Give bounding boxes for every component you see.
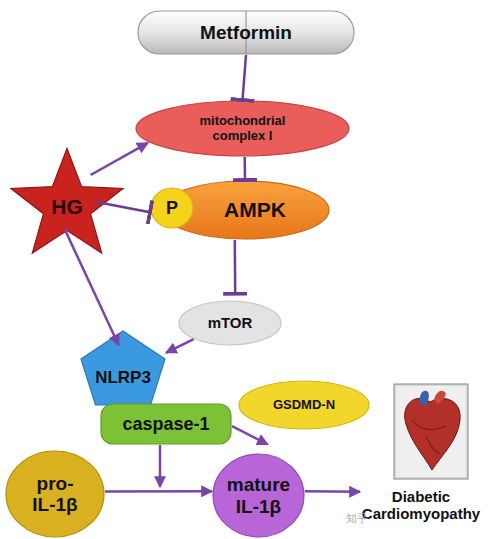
text-area: mature IL-1β (212, 453, 305, 538)
node-text: mTOR (208, 315, 253, 332)
node-text: mitochondrial complex I (188, 114, 298, 143)
node-text: mature IL-1β (220, 474, 298, 517)
node-text: caspase-1 (122, 414, 209, 434)
activation-arrow (166, 339, 194, 353)
text-area: Diabetic Cardiomyopathy (360, 383, 482, 528)
stimulus-star: HG (8, 148, 126, 256)
heart-vessel (434, 391, 446, 404)
node-text: P (166, 198, 178, 218)
precursor-ellipse: pro-IL-1β (5, 450, 105, 538)
node-text: Diabetic Cardiomyopathy (360, 489, 482, 523)
phospho-circle-fill (151, 188, 193, 228)
complex-ellipse: mitochondrial complex I (135, 100, 350, 157)
pore-protein-ellipse: GSDMD-N (238, 380, 370, 430)
activation-arrow (105, 490, 212, 493)
stimulus-star-fill (11, 149, 123, 254)
kinase-ellipse-fill (179, 301, 281, 345)
watermark: 知乎 (346, 511, 368, 526)
heart-illustration (394, 384, 468, 479)
pore-protein-ellipse-fill (239, 381, 369, 429)
text-area: NLRP3 (80, 330, 166, 406)
node-text: Metformin (200, 22, 292, 43)
image-background (396, 386, 466, 477)
protease-box-fill (101, 404, 231, 444)
activation-arrow (232, 426, 268, 444)
activation-arrow (91, 143, 148, 175)
drug-capsule: Metformin (137, 10, 355, 55)
text-area: Metformin (137, 10, 355, 55)
node-text: HG (51, 195, 83, 219)
activation-arrow (305, 490, 360, 493)
text-area: caspase-1 (100, 403, 232, 445)
inflammasome-pentagon-fill (81, 331, 165, 405)
text-area: P (150, 187, 194, 229)
phospho-circle: P (150, 187, 194, 229)
outcome-node: Diabetic Cardiomyopathy (360, 383, 482, 528)
node-text: NLRP3 (95, 368, 151, 387)
protease-box: caspase-1 (100, 403, 232, 445)
node-text: GSDMD-N (273, 398, 335, 413)
node-text: pro-IL-1β (28, 473, 83, 516)
cytokine-ellipse-fill (213, 454, 304, 537)
text-area: HG (8, 148, 126, 256)
drug-capsule-fill (138, 11, 354, 54)
inhibition-arrow (243, 157, 246, 180)
inflammasome-pentagon-outline (80, 330, 166, 406)
node-text: AMPK (224, 198, 286, 222)
inhibition-arrow (243, 55, 247, 100)
catalysis-arrow (159, 445, 162, 487)
cytokine-ellipse: mature IL-1β (212, 453, 305, 538)
heart-body (405, 398, 460, 470)
heart-artery (412, 420, 446, 429)
precursor-ellipse-fill (6, 451, 104, 537)
inhibition-arrow (234, 240, 237, 294)
text-area: GSDMD-N (238, 380, 370, 430)
text-area: mTOR (178, 300, 282, 346)
text-area: mitochondrial complex I (135, 100, 350, 157)
inflammasome-pentagon: NLRP3 (80, 330, 166, 406)
kinase-ellipse: mTOR (178, 300, 282, 346)
text-area: pro-IL-1β (5, 450, 105, 538)
image-frame (394, 384, 468, 479)
heart-artery (426, 436, 440, 454)
complex-ellipse-fill (136, 101, 349, 156)
kinase-ellipse-fill (161, 181, 329, 239)
heart-vessel (420, 391, 429, 406)
